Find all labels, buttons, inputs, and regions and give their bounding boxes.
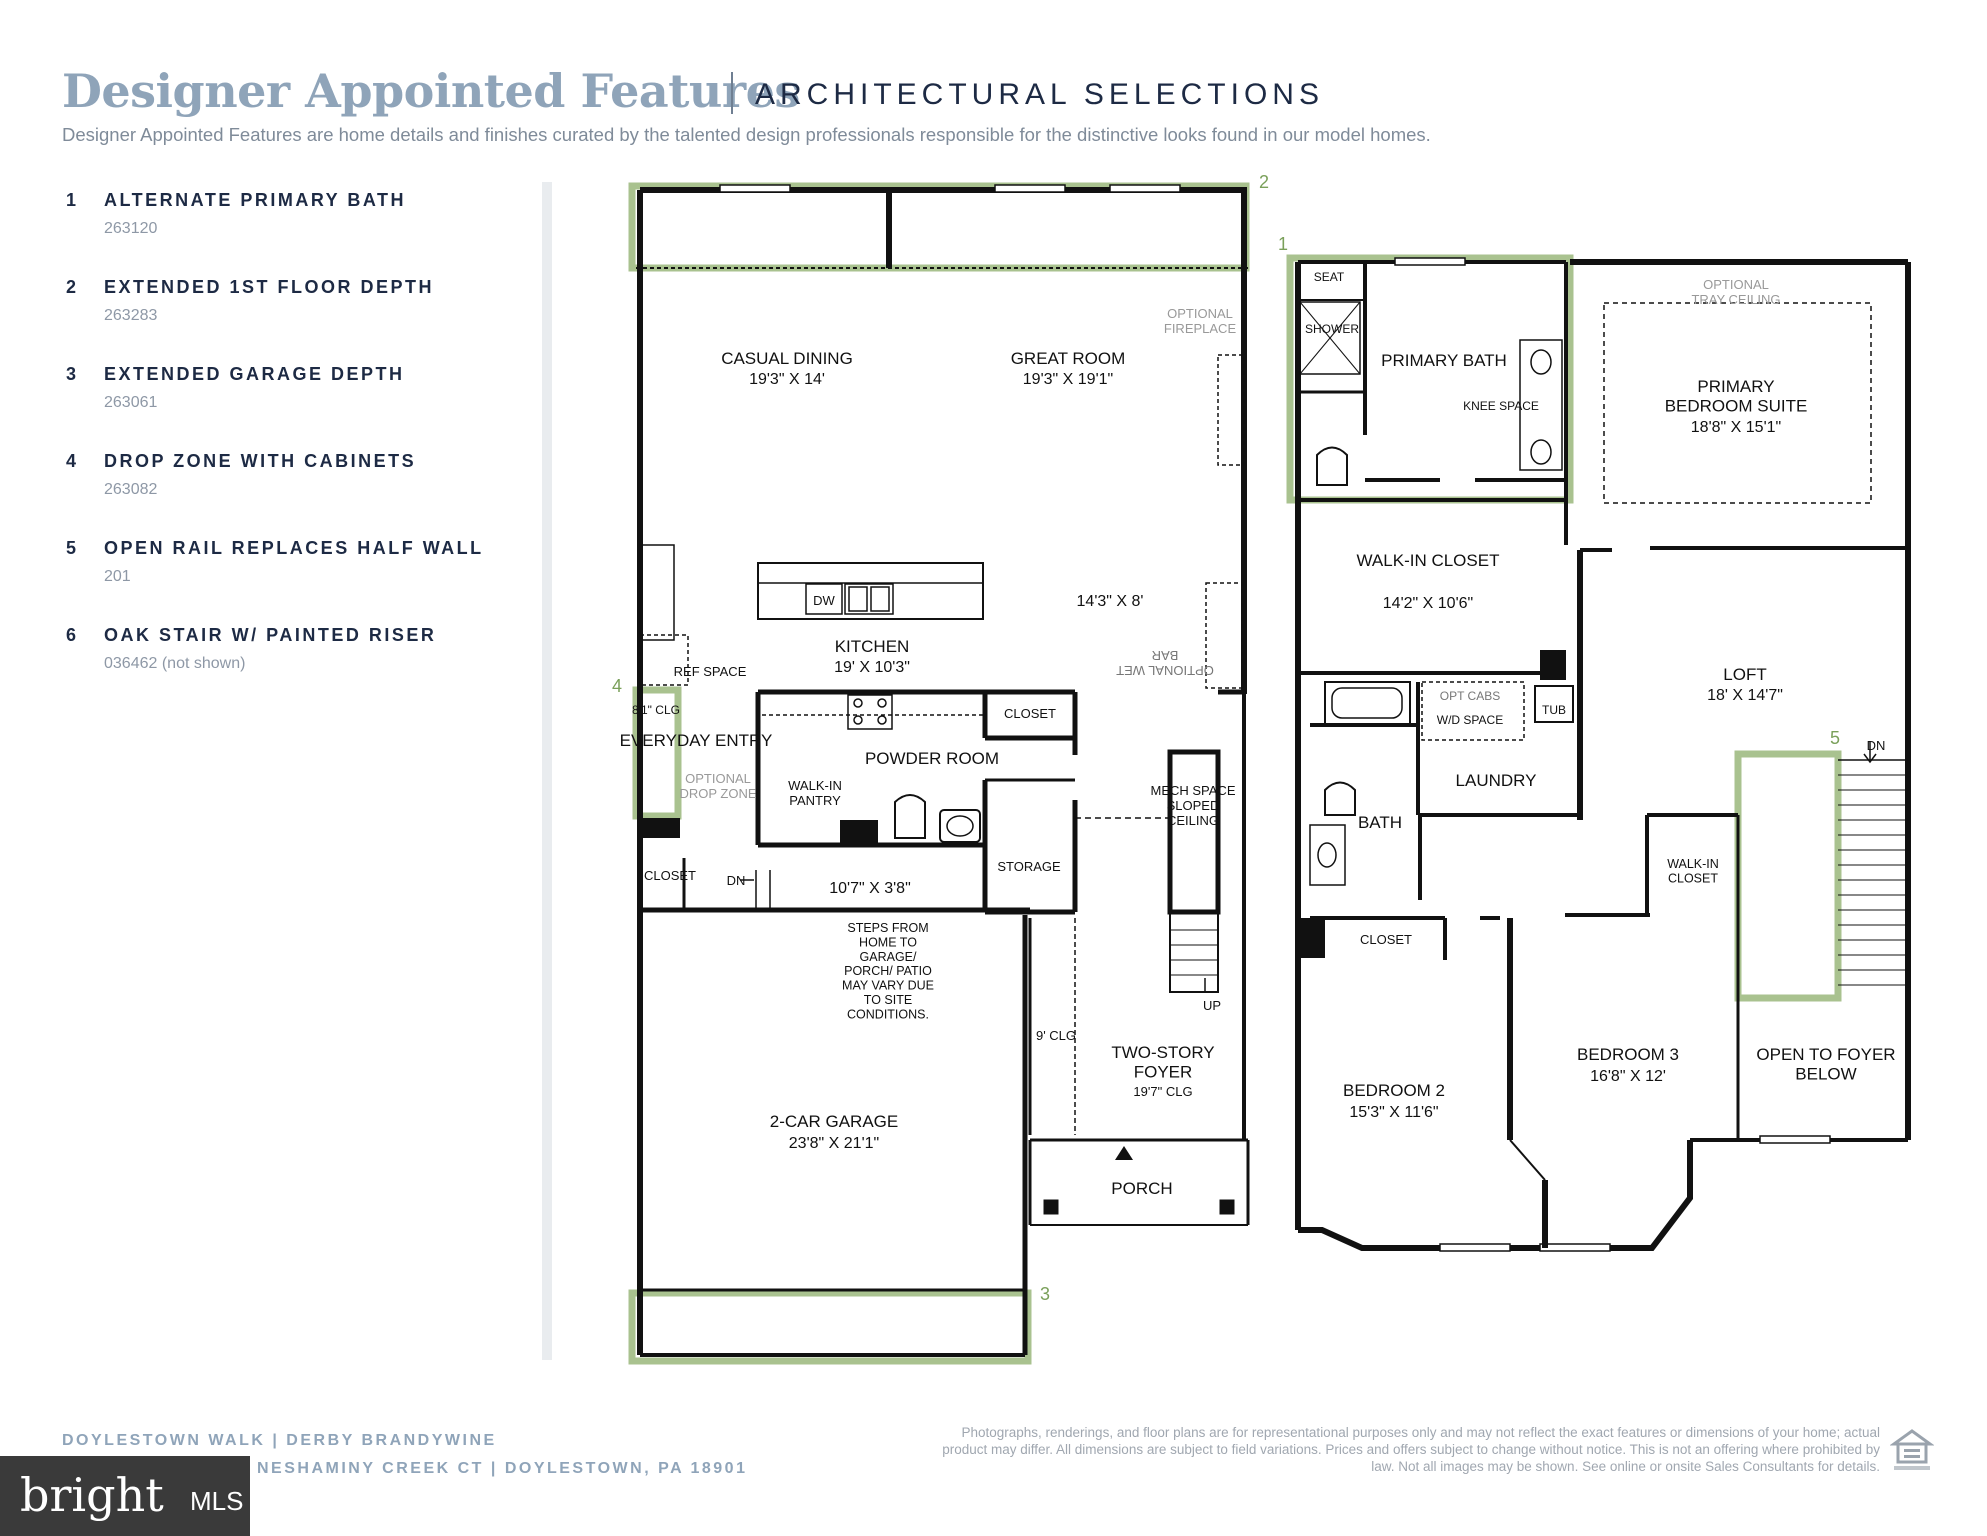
dim-walk-in-closet: 14'2" X 10'6": [1383, 595, 1473, 612]
room-powder-room: POWDER ROOM: [865, 749, 999, 768]
room-primary-bath: PRIMARY BATH: [1381, 351, 1507, 370]
dim-kitchen: 19' X 10'3": [834, 659, 910, 676]
feature-code: 263061: [104, 394, 158, 411]
feature-number: 5: [66, 538, 77, 558]
room-closet-entry: CLOSET: [644, 868, 696, 883]
option-number-1: 1: [1278, 234, 1288, 254]
page-subtitle: ARCHITECTURAL SELECTIONS: [755, 78, 1324, 111]
option-number-5: 5: [1830, 728, 1840, 748]
title-divider: [731, 72, 733, 114]
room-bedroom-2: BEDROOM 2: [1343, 1081, 1445, 1100]
label-knee-space: KNEE SPACE: [1463, 399, 1539, 413]
feature-name: DROP ZONE WITH CABINETS: [104, 451, 417, 471]
room-bath: BATH: [1358, 813, 1402, 832]
second-floor-plan: [1286, 254, 1911, 1252]
room-everyday-entry: EVERYDAY ENTRY: [620, 731, 773, 750]
footer-community: DOYLESTOWN WALK | DERBY BRANDYWINE: [62, 1432, 497, 1449]
dim-great-room: 19'3" X 19'1": [1023, 371, 1113, 388]
option-number-2: 2: [1259, 172, 1269, 192]
feature-code: 263283: [104, 307, 158, 324]
page-title: Designer Appointed Features: [62, 64, 800, 118]
label-tub: TUB: [1542, 703, 1566, 717]
dim-foyer: 19'7" CLG: [1133, 1084, 1192, 1099]
footer-disclaimer: Photographs, renderings, and floor plans…: [942, 1425, 1880, 1474]
label-seat: SEAT: [1314, 270, 1345, 284]
label-optional-wet-bar: OPTIONAL WETBAR: [1116, 648, 1214, 678]
dim-loft: 18' X 14'7": [1707, 687, 1783, 704]
label-clg-9: 9' CLG: [1036, 1028, 1076, 1043]
intro-text: Designer Appointed Features are home det…: [62, 124, 1431, 145]
option-number-3: 3: [1040, 1284, 1050, 1304]
dim-hall: 14'3" X 8': [1077, 593, 1144, 610]
bright-mls-logo: [0, 1456, 250, 1536]
mls-logo-text: MLS: [190, 1486, 244, 1516]
room-closet-2: CLOSET: [1360, 932, 1412, 947]
room-storage: STORAGE: [997, 859, 1061, 874]
room-kitchen: KITCHEN: [835, 637, 910, 656]
option-number-4: 4: [612, 676, 622, 696]
label-dn-2: DN: [1867, 738, 1886, 753]
room-walk-in-closet: WALK-IN CLOSET: [1357, 551, 1500, 570]
feature-number: 6: [66, 625, 77, 645]
label-wd-space: W/D SPACE: [1437, 713, 1503, 727]
feature-name: EXTENDED 1ST FLOOR DEPTH: [104, 277, 435, 297]
equal-housing-icon: [1890, 1429, 1934, 1470]
room-closet-1: CLOSET: [1004, 706, 1056, 721]
label-up: UP: [1203, 998, 1221, 1013]
feature-name: EXTENDED GARAGE DEPTH: [104, 364, 405, 384]
feature-code: 263082: [104, 481, 158, 498]
room-bedroom-3: BEDROOM 3: [1577, 1045, 1679, 1064]
highlight-open-rail: [1734, 750, 1842, 1002]
bright-logo-text: bright: [20, 1468, 164, 1522]
highlight-extended-depth: [628, 182, 1250, 272]
label-shower: SHOWER: [1305, 322, 1359, 336]
highlight-drop-zone: [632, 686, 682, 820]
feature-number: 3: [66, 364, 77, 384]
dim-garage: 23'8" X 21'1": [789, 1135, 879, 1152]
feature-number: 4: [66, 451, 77, 471]
dim-primary-suite: 18'8" X 15'1": [1691, 419, 1781, 436]
dim-bedroom-2: 15'3" X 11'6": [1349, 1104, 1438, 1121]
room-laundry: LAUNDRY: [1456, 771, 1537, 790]
feature-number: 1: [66, 190, 77, 210]
vertical-divider: [542, 182, 552, 1360]
highlight-garage-depth: [628, 1289, 1032, 1365]
label-dn: DN: [727, 873, 746, 888]
first-floor-plan: [628, 182, 1250, 1365]
dim-steps: 10'7" X 3'8": [829, 880, 911, 897]
feature-code: 201: [104, 568, 131, 585]
feature-name: OAK STAIR W/ PAINTED RISER: [104, 625, 437, 645]
footer-address: NESHAMINY CREEK CT | DOYLESTOWN, PA 1890…: [257, 1460, 748, 1477]
feature-code: 036462 (not shown): [104, 655, 246, 672]
room-great-room: GREAT ROOM: [1011, 349, 1126, 368]
dim-bedroom-3: 16'8" X 12': [1590, 1068, 1666, 1085]
highlight-primary-bath: [1286, 254, 1574, 504]
label-dw: DW: [813, 593, 835, 608]
label-opt-cabs: OPT CABS: [1440, 689, 1500, 703]
feature-code: 263120: [104, 220, 158, 237]
room-garage: 2-CAR GARAGE: [770, 1112, 898, 1131]
room-casual-dining: CASUAL DINING: [721, 349, 853, 368]
feature-name: OPEN RAIL REPLACES HALF WALL: [104, 538, 484, 558]
feature-number: 2: [66, 277, 77, 297]
dim-casual-dining: 19'3" X 14': [749, 371, 825, 388]
label-ref-space: REF SPACE: [674, 664, 747, 679]
room-loft: LOFT: [1723, 665, 1766, 684]
feature-name: ALTERNATE PRIMARY BATH: [104, 190, 406, 210]
label-clg-8-1: 8'1" CLG: [632, 703, 680, 717]
room-porch: PORCH: [1111, 1179, 1172, 1198]
